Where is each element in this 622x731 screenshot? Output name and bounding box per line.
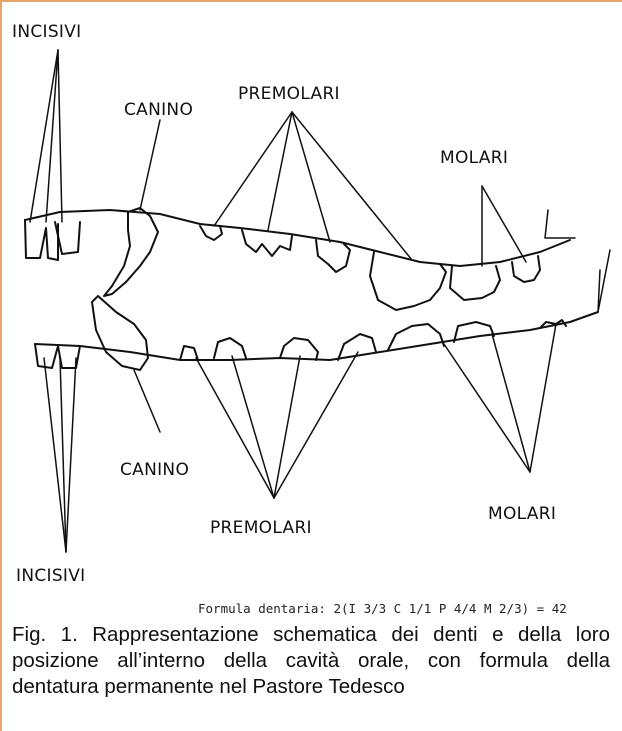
pointer-incisivi-upper-2	[46, 50, 58, 222]
pointer-molari-lower-2	[492, 334, 530, 472]
upper-canine	[104, 208, 158, 296]
lower-premolar-3	[280, 338, 318, 360]
pointer-molari-lower-3	[530, 324, 556, 472]
label-premolari-upper: PREMOLARI	[238, 84, 340, 104]
upper-ramus	[545, 210, 575, 238]
pointer-premolari-lower-4	[274, 352, 358, 498]
upper-premolar-4	[370, 252, 446, 310]
pointer-canino-upper	[140, 120, 160, 210]
pointer-premolari-lower-1	[196, 358, 274, 498]
pointer-canino-lower	[134, 370, 160, 432]
label-molari-upper: MOLARI	[440, 148, 508, 168]
pointer-molari-upper-2	[482, 186, 526, 262]
dentition-diagram: INCISIVI CANINO PREMOLARI MOLARI CANINO …	[0, 0, 622, 600]
label-molari-lower: MOLARI	[488, 504, 556, 524]
label-incisivi-lower: INCISIVI	[16, 566, 85, 586]
label-premolari-lower: PREMOLARI	[210, 518, 312, 538]
label-canino-upper: CANINO	[124, 100, 193, 120]
pointer-incisivi-lower-3	[66, 358, 76, 552]
upper-gumline	[25, 210, 570, 266]
label-incisivi-upper: INCISIVI	[12, 22, 81, 42]
upper-molar-2	[512, 256, 540, 282]
figure-caption: Fig. 1. Rappresentazione schematica dei …	[12, 622, 610, 700]
pointer-incisivi-upper-1	[30, 50, 58, 222]
upper-incisors	[25, 220, 80, 260]
lower-premolar-2	[214, 338, 246, 358]
dental-formula: Formula dentaria: 2(I 3/3 C 1/1 P 4/4 M …	[198, 601, 567, 616]
pointer-premolari-lower-2	[232, 356, 274, 498]
upper-premolar-1	[200, 226, 222, 240]
upper-molar-1	[450, 266, 500, 300]
lower-canine	[92, 296, 148, 370]
pointer-molari-lower-1	[444, 344, 530, 472]
lower-gumline	[35, 312, 598, 360]
pointer-incisivi-upper-3	[58, 50, 62, 222]
pointer-premolari-upper-3	[292, 112, 330, 242]
lower-ramus	[598, 250, 610, 312]
upper-premolar-3	[316, 240, 350, 272]
lower-incisors	[35, 344, 80, 368]
label-canino-lower: CANINO	[120, 460, 189, 480]
